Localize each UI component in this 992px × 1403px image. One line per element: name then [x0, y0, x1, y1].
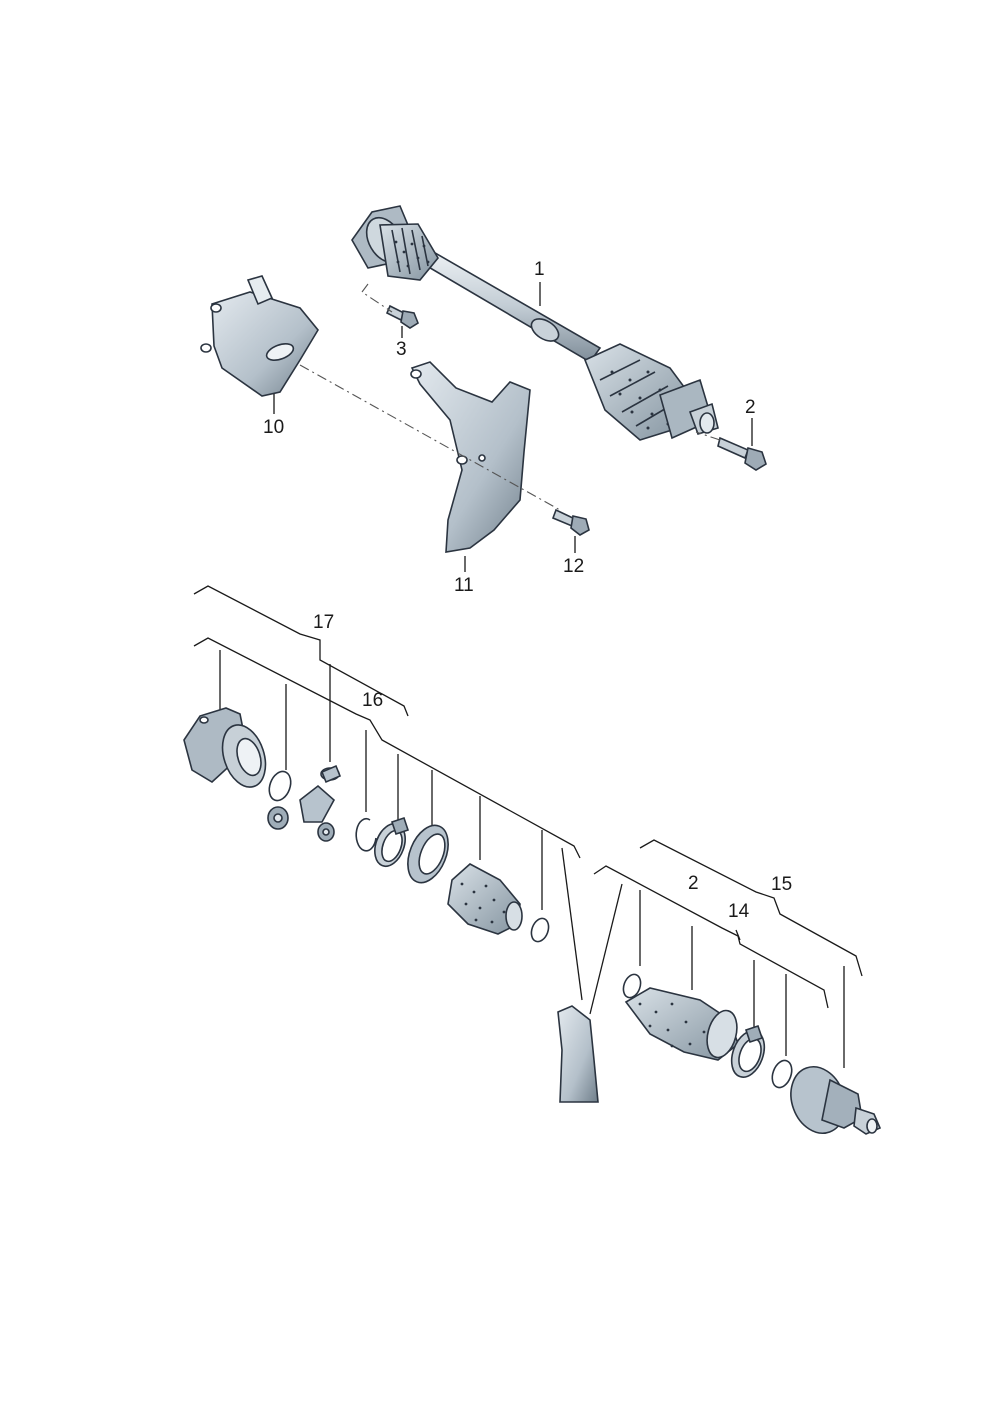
- circlip-3: [771, 1059, 793, 1089]
- circlip-1: [268, 770, 292, 802]
- tripod-joint: [267, 764, 342, 842]
- bracket-15: [639, 839, 863, 977]
- heat-shield: [200, 275, 319, 397]
- callout-15: 15: [771, 874, 792, 895]
- bracket-16: [193, 637, 581, 859]
- hose-clamp-1: [374, 816, 410, 868]
- callout-10: 10: [263, 417, 284, 438]
- callout-16: 16: [362, 690, 383, 711]
- hex-bolt-12: [551, 508, 590, 536]
- callout-12: 12: [563, 556, 584, 577]
- callout-2-lower: 2: [688, 873, 699, 894]
- small-clamp-2: [622, 973, 642, 999]
- callout-14: 14: [728, 901, 750, 922]
- callout-11: 11: [454, 575, 474, 596]
- callout-17: 17: [313, 612, 334, 633]
- small-clamp-1: [530, 917, 550, 943]
- boot-outer-exploded: [624, 987, 739, 1061]
- alignment-line-b: [299, 364, 561, 511]
- drive-shaft-assembly: [351, 205, 719, 441]
- boot-inner-exploded: [447, 863, 523, 935]
- callout-3: 3: [396, 339, 407, 360]
- leader-grease-a: [561, 847, 583, 1001]
- hose-clamp-2: [730, 1024, 766, 1078]
- sleeve-ring: [407, 824, 449, 884]
- callout-2-upper: 2: [745, 397, 756, 418]
- hex-bolt-upper: [717, 436, 767, 471]
- outer-cv-joint: [790, 1066, 882, 1135]
- bracket-14: [735, 929, 741, 941]
- hex-bolt-3: [385, 304, 419, 329]
- boot-texture-inner: [394, 240, 430, 268]
- leader-grease-b: [589, 883, 623, 1015]
- callout-1: 1: [534, 259, 545, 280]
- alignment-line-a: [361, 283, 393, 313]
- circlip-2: [355, 818, 377, 852]
- grease-tube: [557, 1005, 599, 1103]
- bracket-2-lower: [593, 865, 829, 1009]
- alignment-line-c: [695, 431, 721, 441]
- bracket-shield: [410, 361, 531, 553]
- bracket-17: [193, 585, 409, 717]
- inner-joint-flange: [183, 707, 267, 788]
